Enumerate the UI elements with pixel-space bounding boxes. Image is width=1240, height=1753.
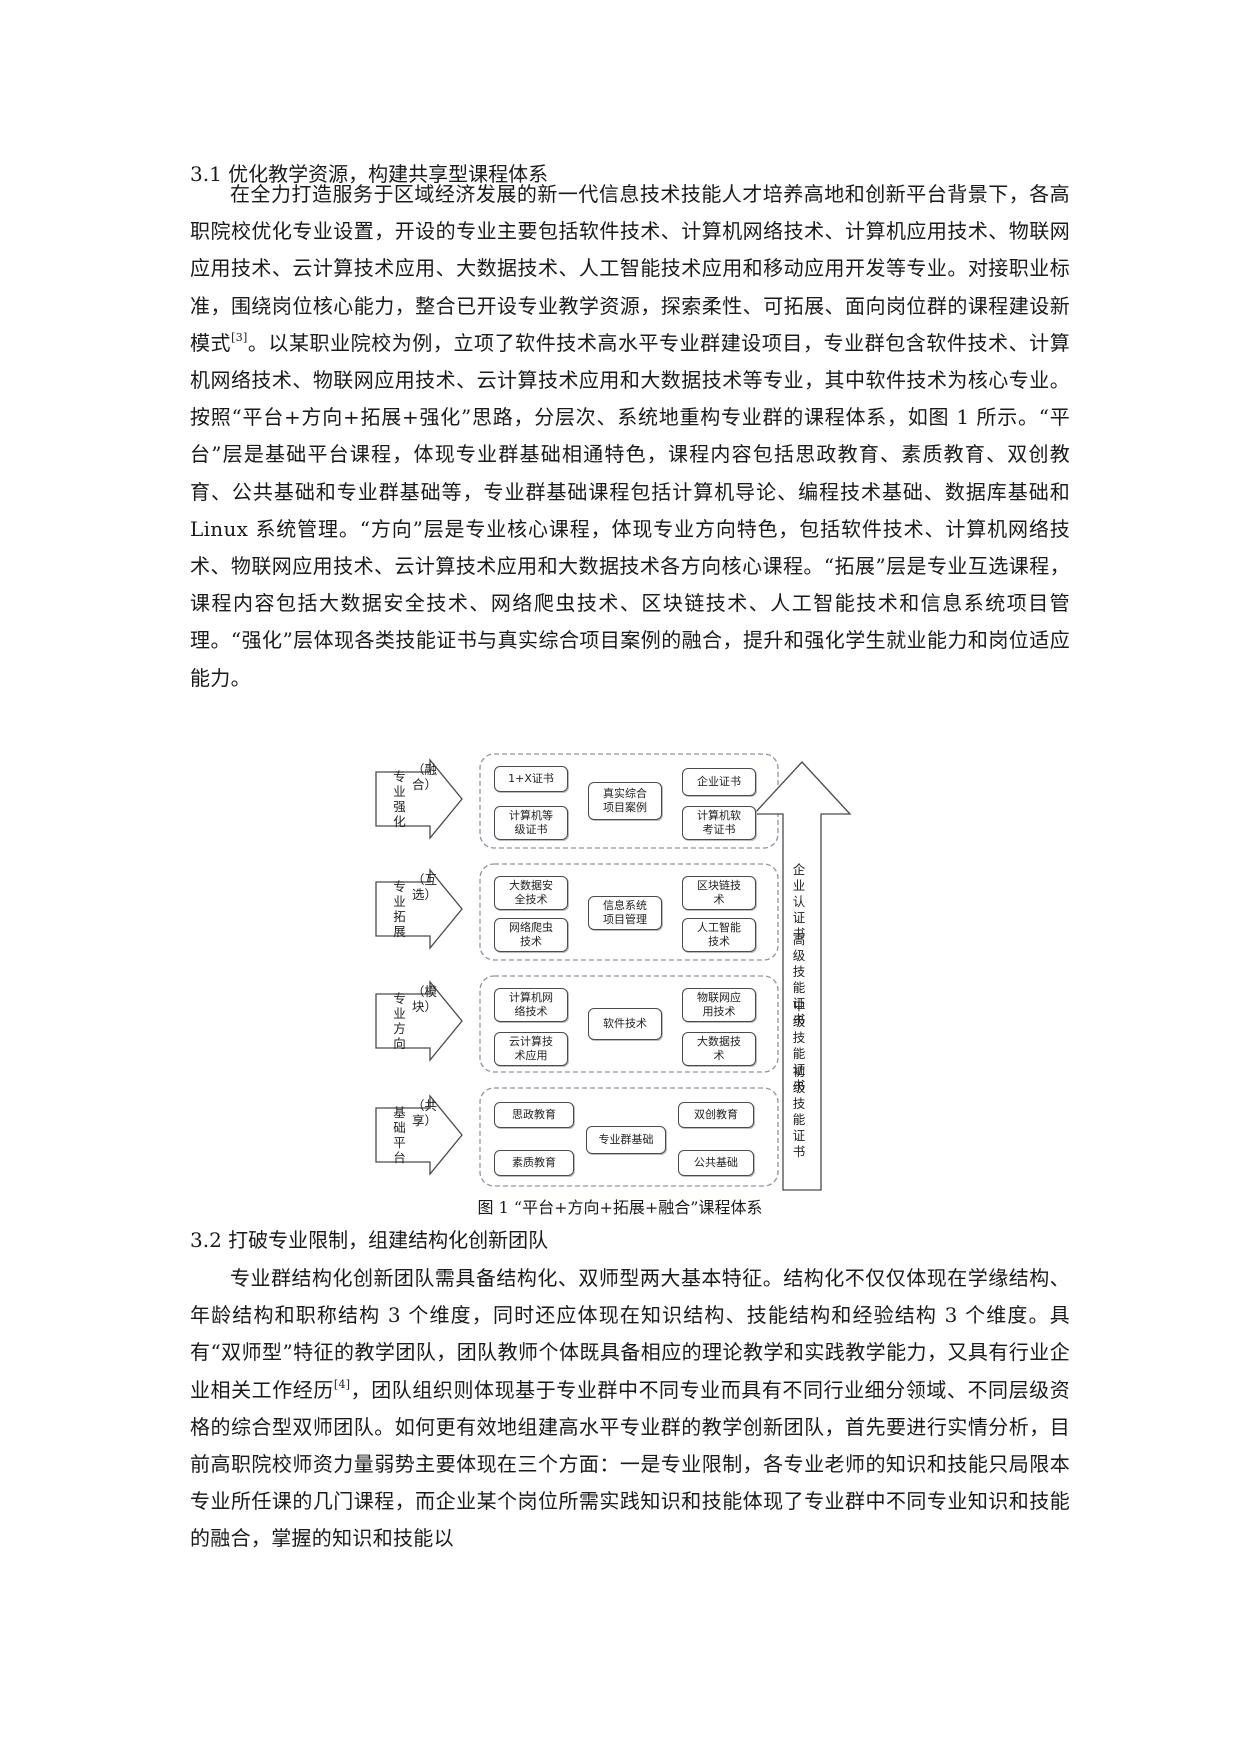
box-info-system-project-management: 信息系统 项目管理 [588,896,662,930]
paragraph-text: 专业群结构化创新团队需具备结构化、双师型两大基本特征。结构化不仅仅体现在学缘结构… [190,1266,1070,1402]
box-computer-grade-certificate: 计算机等 级证书 [494,806,568,840]
reference-marker: [4] [333,1377,351,1391]
layer-label-direction: 专业方向 [393,991,406,1051]
block-arrow-direction [375,980,463,1062]
diagram-lines [375,753,852,1191]
paragraph-text: 在全力打造服务于区域经济发展的新一代信息技术技能人才培养高地和创新平台背景下，各… [190,182,1070,355]
section-3-1-paragraph: 在全力打造服务于区域经济发展的新一代信息技术技能人才培养高地和创新平台背景下，各… [190,176,1070,697]
layer-label-strengthen: 专业强化 [393,769,406,829]
paragraph-text-continued: 。以某职业院校为例，立项了软件技术高水平专业群建设项目，专业群包含软件技术、计算… [190,330,1070,690]
section-3-2-paragraph: 专业群结构化创新团队需具备结构化、双师型两大基本特征。结构化不仅仅体现在学缘结构… [190,1260,1070,1558]
box-quality-education: 素质教育 [494,1150,574,1176]
layer-sublabel-elective: （互选） [412,872,438,902]
box-cloud-computing: 云计算技 术应用 [494,1032,568,1066]
certificate-junior: 初级技能证书 [792,1064,806,1159]
section-heading-3-2: 3.2 打破专业限制，组建结构化创新团队 [190,1228,549,1252]
certificate-advanced: 高级技能证书 [792,932,806,1027]
box-innovation-entrepreneurship-education: 双创教育 [678,1102,754,1128]
course-system-diagram: 专业强化 （融合） 专业拓展 （互选） 专业方向 （模块） 基础平台 （共享） … [370,752,880,1192]
box-iot-application: 物联网应 用技术 [682,988,756,1022]
block-arrow-expand [375,868,463,950]
box-computer-soft-exam-certificate: 计算机软 考证书 [682,806,756,840]
layer-label-expand: 专业拓展 [393,879,406,939]
section-heading-3-1: 3.1 优化教学资源，构建共享型课程体系 [190,162,549,186]
layer-container-expand [479,863,779,961]
up-arrow-certificates [752,761,852,1191]
box-public-foundation: 公共基础 [678,1150,754,1176]
box-artificial-intelligence: 人工智能 技术 [682,918,756,952]
layer-sublabel-module: （模块） [412,984,438,1014]
box-computer-network: 计算机网 络技术 [494,988,568,1022]
box-big-data-technology: 大数据技 术 [682,1032,756,1066]
box-professional-group-foundation: 专业群基础 [586,1126,666,1154]
box-big-data-security: 大数据安 全技术 [494,876,568,910]
certificate-enterprise: 企业认证书 [792,862,806,941]
certificate-intermediate: 中级技能证书 [792,998,806,1093]
block-arrow-strengthen [375,758,463,840]
figure-caption: 图 1 “平台+方向+拓展+融合”课程体系 [477,1198,763,1217]
reference-marker: [3] [231,330,248,344]
box-enterprise-certificate: 企业证书 [682,768,756,796]
paragraph-text-continued: ，团队组织则体现基于专业群中不同专业而具有不同行业细分领域、不同层级资格的综合型… [190,1377,1070,1551]
layer-container-direction [479,975,779,1073]
box-blockchain: 区块链技 术 [682,876,756,910]
box-web-crawler: 网络爬虫 技术 [494,918,568,952]
layer-label-platform: 基础平台 [393,1105,406,1165]
block-arrow-platform [375,1094,463,1176]
box-software-technology: 软件技术 [588,1008,662,1040]
box-ideological-education: 思政教育 [494,1102,574,1128]
layer-sublabel-fusion: （融合） [412,762,438,792]
box-1x-certificate: 1+X证书 [494,766,568,792]
box-real-project-case: 真实综合 项目案例 [588,782,662,820]
layer-sublabel-shared: （共享） [412,1098,438,1128]
